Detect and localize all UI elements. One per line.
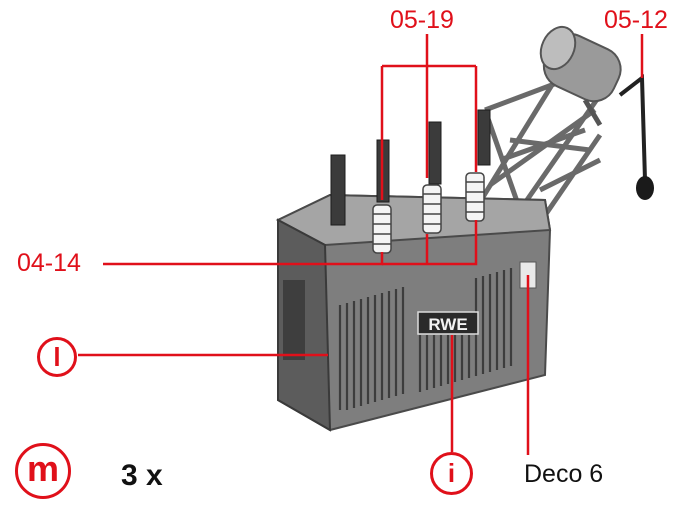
- callout-05-12: 05-12: [604, 6, 668, 34]
- callout-l-label: l: [53, 341, 61, 372]
- transformer-tank: RWE: [275, 193, 552, 432]
- callout-05-19: 05-19: [390, 6, 454, 34]
- callout-i-label: i: [447, 458, 456, 488]
- callout-i-circle: i: [430, 452, 473, 495]
- deco-label: Deco 6: [524, 460, 604, 488]
- callout-l-circle: l: [37, 337, 77, 377]
- quantity-symbol: m: [26, 448, 59, 489]
- quantity-symbol-circle: m: [15, 443, 71, 499]
- oil-conservator: [539, 25, 622, 127]
- lattice-arm: [472, 77, 603, 232]
- callout-04-14: 04-14: [17, 249, 81, 277]
- insulators: [372, 172, 485, 254]
- rwe-logo: RWE: [428, 315, 467, 334]
- hanging-cable: [618, 74, 654, 200]
- quantity-count: 3 x: [121, 459, 163, 492]
- callout-lines: [78, 34, 644, 455]
